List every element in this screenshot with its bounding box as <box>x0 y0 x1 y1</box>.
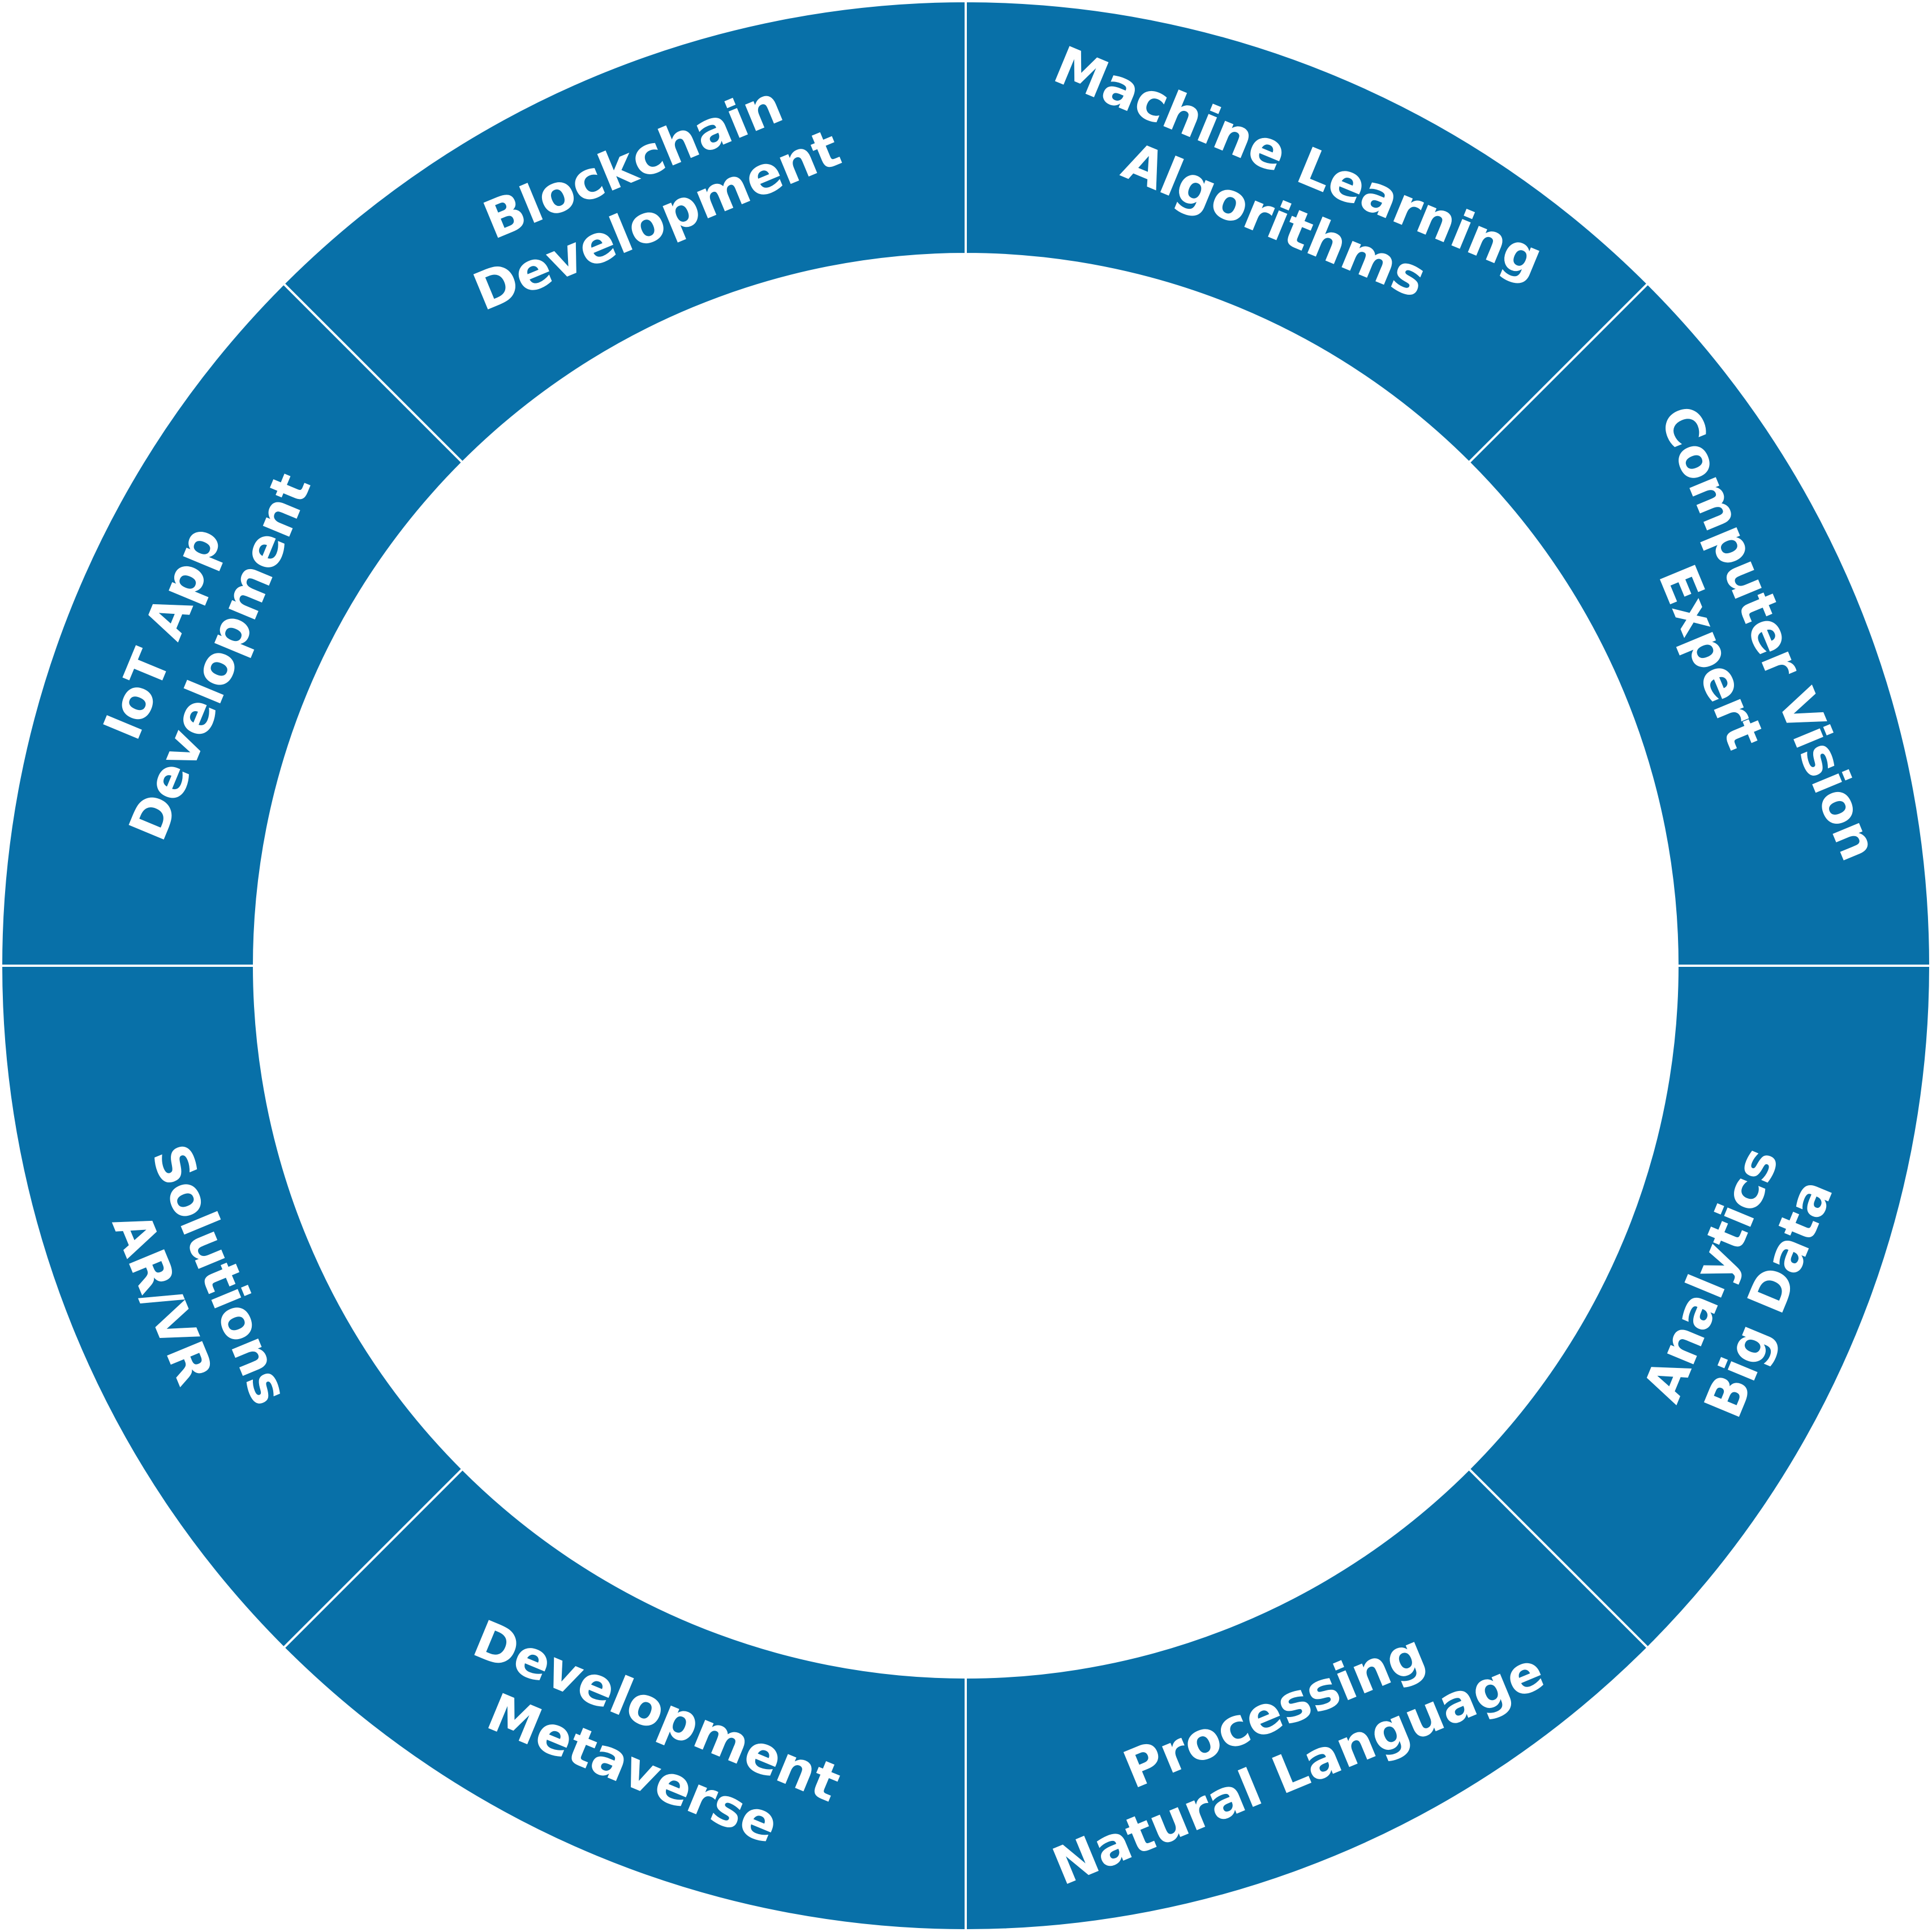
segment-metaverse-development <box>282 1467 967 1932</box>
segment-computer-vision-expert <box>1467 282 1932 967</box>
segment-blockchain-development <box>282 0 967 464</box>
segment-ar-vr-solutions <box>0 965 464 1650</box>
segment-big-data-analytics <box>1467 965 1932 1650</box>
segment-machine-learning-algorithms <box>965 0 1650 464</box>
segment-natural-language-processing <box>965 1467 1650 1932</box>
segment-iot-app-development <box>0 282 464 967</box>
